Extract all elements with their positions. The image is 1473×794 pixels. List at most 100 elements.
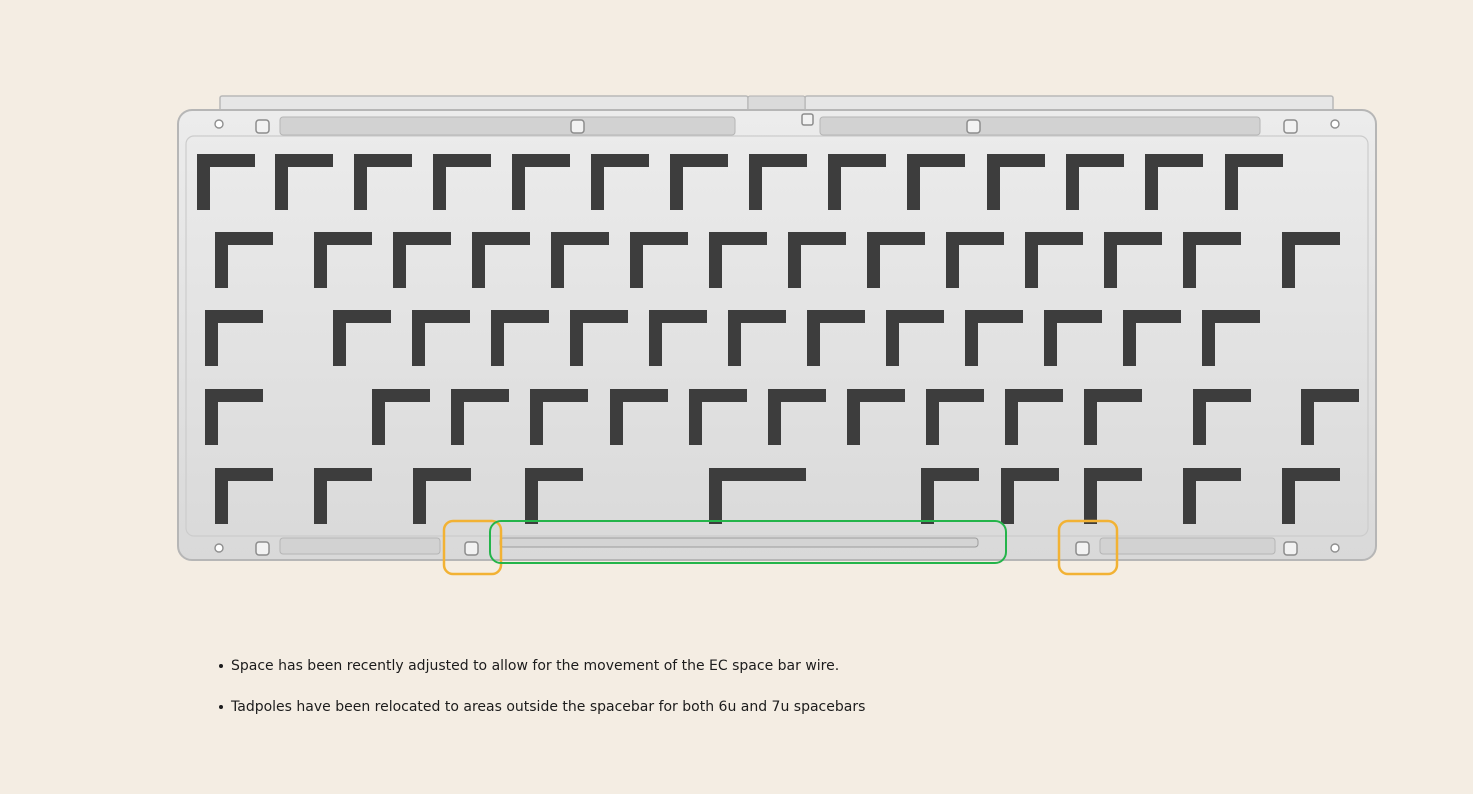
switch-cutout bbox=[1005, 389, 1063, 445]
switch-cutout-segment bbox=[926, 389, 984, 402]
switch-cutout-segment bbox=[867, 232, 925, 245]
switch-cutout bbox=[451, 389, 509, 445]
switch-cutout-segment bbox=[768, 389, 781, 445]
switch-cutout bbox=[1123, 310, 1181, 366]
switch-cutout bbox=[670, 154, 728, 210]
switch-cutout-segment bbox=[1225, 154, 1283, 167]
switch-cutout-segment bbox=[1005, 389, 1063, 402]
switch-cutout-segment bbox=[709, 232, 722, 288]
switch-cutout bbox=[354, 154, 412, 210]
switch-cutout bbox=[649, 310, 707, 366]
switch-cutout-segment bbox=[1001, 468, 1059, 481]
switch-cutout bbox=[1066, 154, 1124, 210]
switch-cutout bbox=[689, 389, 747, 445]
switch-cutout bbox=[926, 389, 984, 445]
top-tabs bbox=[219, 95, 1334, 127]
switch-cutout-segment bbox=[610, 389, 668, 402]
switch-cutout-segment bbox=[1145, 154, 1158, 210]
switch-cutout-segment bbox=[1225, 154, 1238, 210]
switch-cutout bbox=[530, 389, 588, 445]
switch-cutout-segment bbox=[197, 154, 255, 167]
switch-cutout bbox=[1282, 232, 1340, 288]
switch-cutout bbox=[205, 389, 263, 445]
switch-cutout-segment bbox=[768, 389, 826, 402]
switch-cutout bbox=[630, 232, 688, 288]
switch-cutout bbox=[314, 232, 372, 288]
switch-cutout-segment bbox=[551, 232, 564, 288]
switch-cutout bbox=[788, 232, 846, 288]
switch-cutout-segment bbox=[314, 468, 372, 481]
switch-cutout-segment bbox=[215, 232, 228, 288]
switch-cutout-segment bbox=[205, 310, 218, 366]
switch-cutout-segment bbox=[275, 154, 288, 210]
switch-cutout-segment bbox=[921, 468, 934, 524]
switch-cutout bbox=[372, 389, 430, 445]
switch-cutout bbox=[807, 310, 865, 366]
switch-cutout-segment bbox=[1183, 232, 1241, 245]
switch-cutout bbox=[907, 154, 965, 210]
switch-cutout-segment bbox=[1183, 468, 1241, 481]
switch-cutout-segment bbox=[333, 310, 391, 323]
switch-cutout-segment bbox=[205, 310, 263, 323]
switch-cutout-segment bbox=[1145, 154, 1203, 167]
plate-body bbox=[177, 109, 1377, 561]
switch-cutout-segment bbox=[314, 468, 327, 524]
switch-cutout-segment bbox=[413, 468, 471, 481]
switch-cutout bbox=[886, 310, 944, 366]
switch-cutout bbox=[314, 468, 372, 524]
switch-cutout-segment bbox=[1044, 310, 1057, 366]
switch-cutout-segment bbox=[1044, 310, 1102, 323]
switch-cutout-segment bbox=[907, 154, 920, 210]
switch-cutout-segment bbox=[788, 232, 801, 288]
tadpole-highlight-left bbox=[442, 519, 503, 576]
switch-cutout-segment bbox=[1066, 154, 1079, 210]
switch-cutout-segment bbox=[333, 310, 346, 366]
switch-cutout-segment bbox=[275, 154, 333, 167]
switch-cutout bbox=[1104, 232, 1162, 288]
switch-cutout-segment bbox=[1005, 389, 1018, 445]
switch-cutout-segment bbox=[591, 154, 649, 167]
bottom-flex-cuts bbox=[279, 537, 1276, 555]
switch-cutout-segment bbox=[946, 232, 959, 288]
switch-cutout-segment bbox=[649, 310, 662, 366]
switch-cutout-segment bbox=[1183, 468, 1196, 524]
switch-cutout-segment bbox=[491, 310, 504, 366]
switch-cutout bbox=[610, 389, 668, 445]
switch-cutout-segment bbox=[689, 389, 747, 402]
screw-holes bbox=[214, 119, 1340, 553]
switch-cutout-segment bbox=[372, 389, 385, 445]
switch-cutout bbox=[1225, 154, 1283, 210]
switch-cutouts bbox=[197, 154, 1359, 524]
switch-cutout-segment bbox=[1301, 389, 1359, 402]
switch-cutout bbox=[965, 310, 1023, 366]
switch-cutout-segment bbox=[630, 232, 643, 288]
switch-cutout-segment bbox=[709, 468, 722, 524]
switch-cutout-segment bbox=[828, 154, 841, 210]
switch-cutout-segment bbox=[1282, 232, 1340, 245]
switch-cutout bbox=[525, 468, 583, 524]
switch-cutout-segment bbox=[749, 154, 762, 210]
switch-cutout-segment bbox=[1084, 468, 1142, 481]
switch-cutout-segment bbox=[946, 232, 1004, 245]
switch-cutout-segment bbox=[1282, 468, 1340, 481]
switch-cutout-segment bbox=[530, 389, 543, 445]
switch-cutout-segment bbox=[807, 310, 820, 366]
switch-cutout-segment bbox=[491, 310, 549, 323]
switch-cutout bbox=[1301, 389, 1359, 445]
switch-cutout-segment bbox=[1025, 232, 1083, 245]
switch-cutout-segment bbox=[1084, 389, 1097, 445]
switch-cutout-segment bbox=[570, 310, 583, 366]
switch-cutout bbox=[828, 154, 886, 210]
switch-cutout bbox=[413, 468, 471, 524]
switch-cutout-segment bbox=[728, 310, 786, 323]
switch-cutout-segment bbox=[709, 468, 806, 481]
switch-cutout-segment bbox=[788, 232, 846, 245]
switch-cutout bbox=[512, 154, 570, 210]
switch-cutout bbox=[205, 310, 263, 366]
spacebar-wire-channel bbox=[499, 537, 979, 548]
switch-cutout-segment bbox=[1084, 468, 1097, 524]
top-flex-cuts bbox=[279, 116, 1261, 136]
switch-cutout-segment bbox=[551, 232, 609, 245]
switch-cutout-segment bbox=[393, 232, 451, 245]
switch-cutout bbox=[433, 154, 491, 210]
